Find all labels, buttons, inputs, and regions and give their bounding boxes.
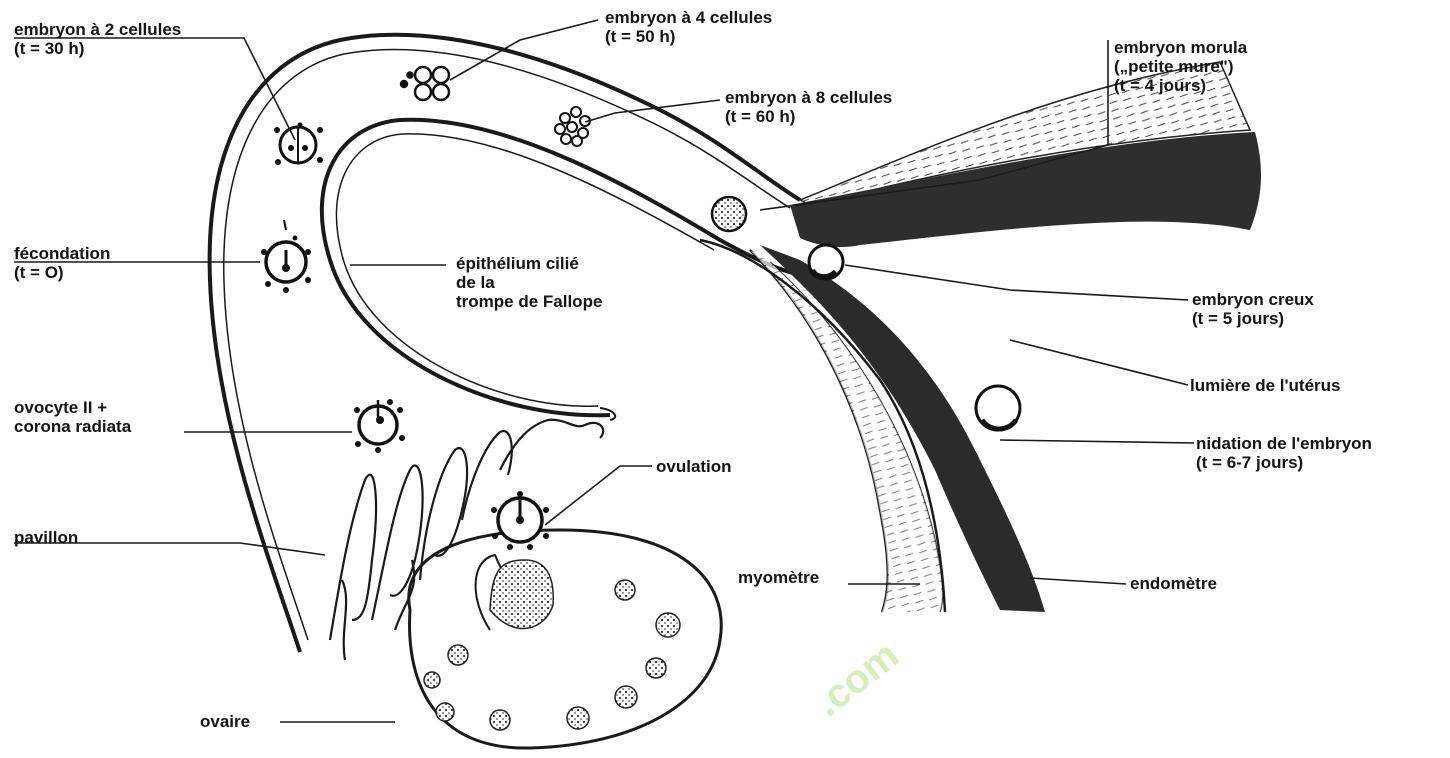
label-ovulation: ovulation: [656, 457, 732, 476]
oocyte-corona: [354, 399, 405, 453]
label-myometrium: myomètre: [738, 568, 819, 587]
label-embryo-morula: embryon morula(„petite mure")(t = 4 jour…: [1114, 38, 1247, 95]
label-embryo-8-cells: embryon à 8 cellules(t = 60 h): [725, 88, 892, 126]
embryo-2-cells: [274, 123, 323, 166]
label-ovary: ovaire: [200, 712, 250, 731]
hollow-embryo: [809, 245, 843, 279]
fertilization-cell: [261, 220, 311, 293]
implanting-embryo: [976, 386, 1020, 430]
watermark: .com: [806, 633, 907, 725]
label-hollow-embryo: embryon creux(t = 5 jours): [1192, 290, 1314, 328]
embryo-morula: [712, 197, 746, 231]
label-pavilion: pavillon: [14, 528, 78, 547]
embryo-8-cells: [555, 107, 590, 146]
ovary: [409, 530, 721, 748]
label-oocyte-corona: ovocyte II +corona radiata: [14, 398, 131, 436]
embryo-4-cells: [401, 67, 449, 100]
label-fertilization: fécondation(t = O): [14, 244, 110, 282]
ovulation-cell: [491, 491, 549, 550]
label-embryo-2-cells: embryon à 2 cellules(t = 30 h): [14, 20, 181, 58]
label-uterine-lumen: lumière de l'utérus: [1190, 376, 1340, 395]
label-endometrium: endomètre: [1130, 574, 1217, 593]
label-implantation: nidation de l'embryon(t = 6-7 jours): [1196, 434, 1372, 472]
uterine-wall: [700, 62, 1261, 612]
label-embryo-4-cells: embryon à 4 cellules(t = 50 h): [605, 8, 772, 46]
